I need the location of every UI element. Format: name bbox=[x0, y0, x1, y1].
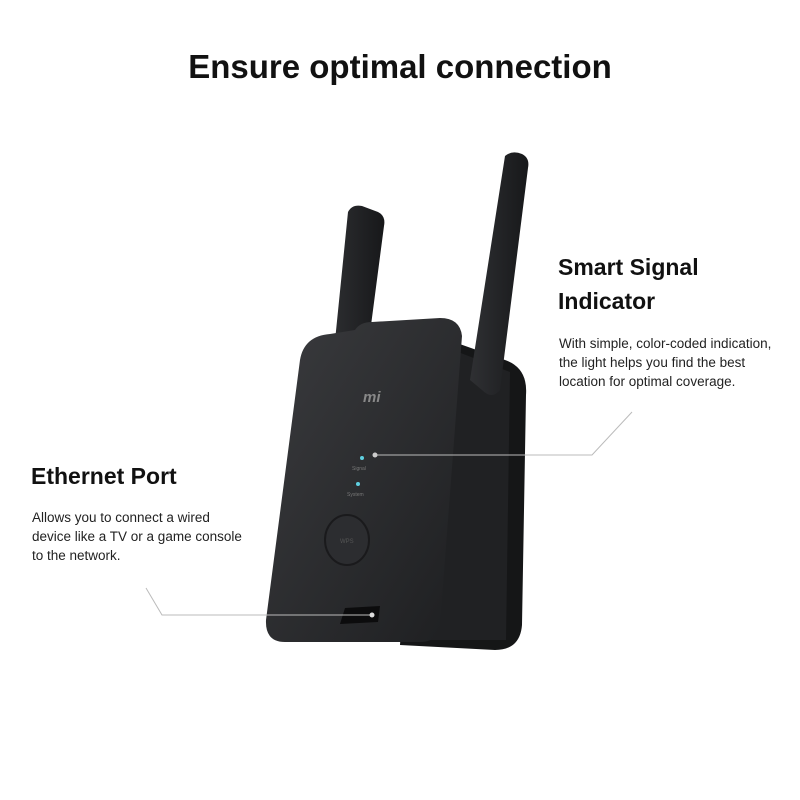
right-antenna bbox=[470, 152, 529, 395]
device-front-face bbox=[265, 318, 462, 642]
mi-logo: mi bbox=[363, 389, 381, 406]
ethernet-callout-line bbox=[145, 587, 372, 616]
ethernet-description: Allows you to connect a wired device lik… bbox=[32, 510, 242, 563]
ethernet-heading: Ethernet Port bbox=[31, 463, 177, 489]
system-led bbox=[356, 482, 360, 486]
signal-led-label: Signal bbox=[352, 466, 366, 472]
wps-button bbox=[324, 514, 370, 566]
page-title: Ensure optimal connection bbox=[188, 48, 612, 85]
signal-callout-line bbox=[375, 411, 633, 456]
signal-description: With simple, color-coded indication, the… bbox=[559, 336, 772, 389]
signal-led bbox=[360, 456, 364, 460]
signal-heading: Smart Signal Indicator bbox=[558, 254, 699, 314]
wps-button-label: WPS bbox=[340, 539, 354, 545]
system-led-label: System bbox=[347, 492, 364, 498]
